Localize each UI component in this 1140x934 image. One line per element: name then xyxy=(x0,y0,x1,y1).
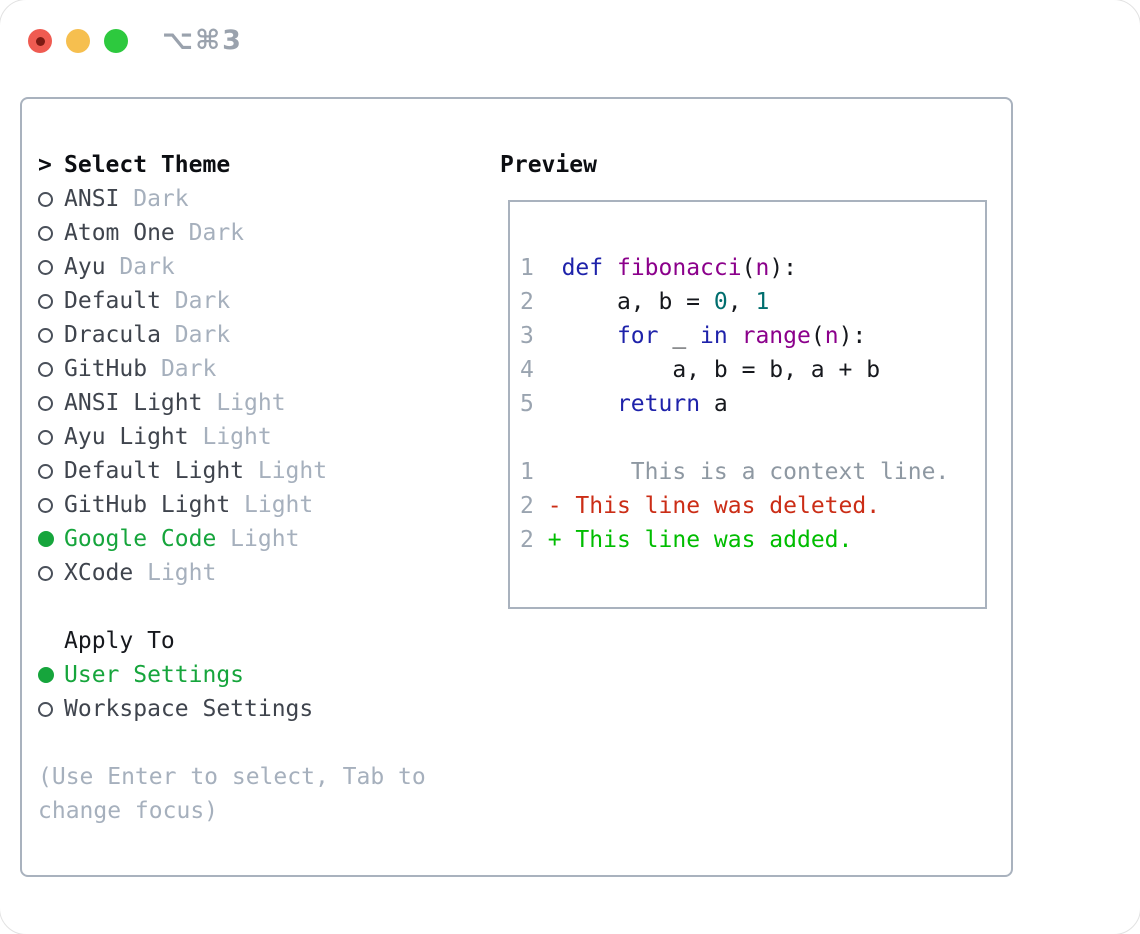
close-button[interactable] xyxy=(28,28,52,53)
option-variant-label: Light xyxy=(244,458,328,484)
apply-option-user-settings[interactable]: User Settings xyxy=(38,658,426,692)
option-label: Ayu xyxy=(64,254,106,280)
theme-option-github[interactable]: GitHub Dark xyxy=(38,352,426,386)
code-line: 2 - This line was deleted. xyxy=(520,493,881,519)
option-variant-label: Light xyxy=(133,560,217,586)
option-variant-label: Dark xyxy=(105,254,175,280)
spacer xyxy=(38,726,426,760)
option-variant-label: Light xyxy=(188,424,272,450)
theme-option-xcode[interactable]: XCode Light xyxy=(38,556,426,590)
option-label: Default Light xyxy=(64,458,245,484)
theme-option-ansi[interactable]: ANSI Dark xyxy=(38,182,426,216)
option-label: Google Code xyxy=(64,526,217,552)
preview-pane: 1 def fibonacci(n): 2 a, b = 0, 1 3 for _ … xyxy=(508,200,987,609)
option-label: GitHub xyxy=(64,356,148,382)
radio-unselected-icon xyxy=(38,225,53,241)
theme-option-default-light[interactable]: Default Light Light xyxy=(38,454,426,488)
option-label: XCode xyxy=(64,560,134,586)
code-line: 4 a, b = b, a + b xyxy=(520,357,881,383)
code-line: 5 return a xyxy=(520,391,728,417)
theme-option-ayu[interactable]: Ayu Dark xyxy=(38,250,426,284)
option-variant-label: Dark xyxy=(147,356,217,382)
option-variant-label: Dark xyxy=(119,186,189,212)
radio-unselected-icon xyxy=(38,565,53,581)
apply-to-header: Apply To xyxy=(38,624,426,658)
window-titlebar: ⌥⌘3 xyxy=(28,25,243,56)
option-label: Dracula xyxy=(64,322,161,348)
option-variant-label: Light xyxy=(202,390,286,416)
window-title: ⌥⌘3 xyxy=(162,25,243,56)
option-variant-label: Light xyxy=(216,526,300,552)
radio-unselected-icon xyxy=(38,429,53,445)
radio-unselected-icon xyxy=(38,463,53,479)
code-line: 1 This is a context line. xyxy=(520,459,950,485)
option-label: Ayu Light xyxy=(64,424,189,450)
code-line: 3 for _ in range(n): xyxy=(520,323,867,349)
prompt-caret-icon: > xyxy=(38,152,52,178)
preview-header: Preview xyxy=(500,148,597,182)
radio-unselected-icon xyxy=(38,701,53,717)
zoom-button[interactable] xyxy=(104,28,128,53)
theme-option-google-code[interactable]: Google Code Light xyxy=(38,522,426,556)
radio-unselected-icon xyxy=(38,191,53,207)
radio-selected-icon xyxy=(38,531,54,547)
radio-selected-icon xyxy=(38,667,54,683)
code-line: 2 a, b = 0, 1 xyxy=(520,289,770,315)
apply-option-workspace-settings[interactable]: Workspace Settings xyxy=(38,692,426,726)
code-line xyxy=(520,421,949,455)
option-variant-label: Dark xyxy=(160,288,231,314)
preview-title: Preview xyxy=(500,152,597,178)
option-label: GitHub Light xyxy=(64,492,231,518)
radio-unselected-icon xyxy=(38,497,53,513)
help-text-line: (Use Enter to select, Tab to xyxy=(38,764,426,790)
option-label: Atom One xyxy=(64,220,175,246)
option-label: Default xyxy=(64,288,161,314)
theme-option-default[interactable]: Default Dark xyxy=(38,284,426,318)
code-line: 2 + This line was added. xyxy=(520,527,853,553)
theme-option-atom-one[interactable]: Atom One Dark xyxy=(38,216,426,250)
option-variant-label: Light xyxy=(230,492,314,518)
radio-unselected-icon xyxy=(38,361,53,377)
theme-option-github-light[interactable]: GitHub Light Light xyxy=(38,488,426,522)
radio-unselected-icon xyxy=(38,293,53,309)
radio-unselected-icon xyxy=(38,259,53,275)
code-line: 1 def fibonacci(n): xyxy=(520,255,798,281)
apply-to-title: Apply To xyxy=(64,628,175,654)
option-variant-label: Dark xyxy=(160,322,231,348)
code-preview: 1 def fibonacci(n): 2 a, b = 0, 1 3 for _ … xyxy=(520,251,949,557)
option-label: Workspace Settings xyxy=(64,696,314,722)
theme-option-ansi-light[interactable]: ANSI Light Light xyxy=(38,386,426,420)
option-variant-label: Dark xyxy=(174,220,245,246)
radio-unselected-icon xyxy=(38,327,53,343)
theme-option-dracula[interactable]: Dracula Dark xyxy=(38,318,426,352)
minimize-button[interactable] xyxy=(66,28,90,53)
radio-unselected-icon xyxy=(38,395,53,411)
option-label: ANSI xyxy=(64,186,120,212)
select-theme-title: Select Theme xyxy=(64,152,231,178)
select-theme-header: > Select Theme xyxy=(38,148,426,182)
option-label: ANSI Light xyxy=(64,390,203,416)
spacer xyxy=(38,590,426,624)
theme-option-ayu-light[interactable]: Ayu Light Light xyxy=(38,420,426,454)
help-text-line: change focus) xyxy=(38,798,219,824)
option-label: User Settings xyxy=(64,662,245,688)
